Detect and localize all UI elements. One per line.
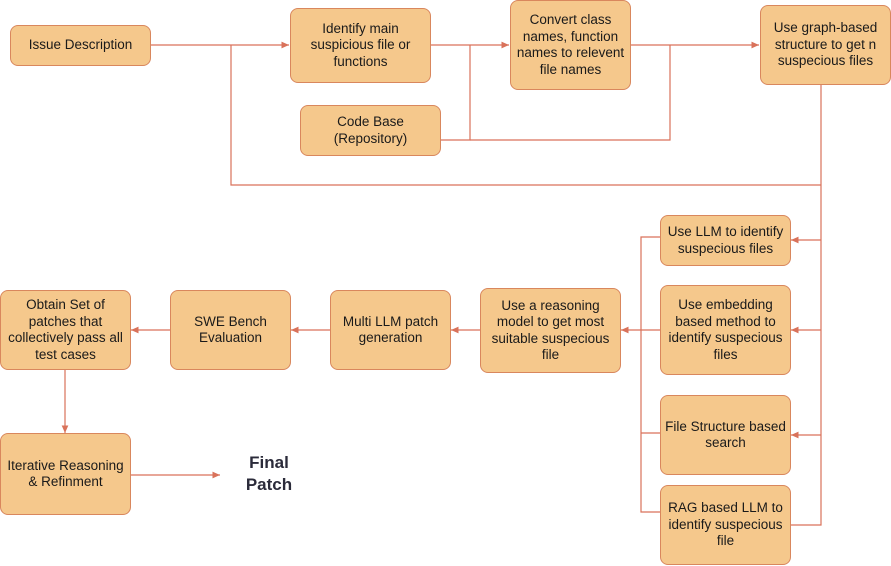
- node-reasoning-model: Use a reasoning model to get most suitab…: [480, 288, 621, 373]
- edge-graph-bus: [790, 85, 822, 526]
- node-rag-llm: RAG based LLM to identify suspecious fil…: [660, 485, 791, 565]
- node-embedding-method: Use embedding based method to identify s…: [660, 285, 791, 375]
- edge-issue-loop: [230, 45, 821, 186]
- node-multi-llm-patch: Multi LLM patch generation: [330, 290, 451, 370]
- node-code-base: Code Base (Repository): [300, 105, 441, 156]
- node-convert-names: Convert class names, function names to r…: [510, 0, 631, 90]
- edge-codebase-to-convert-join: [470, 45, 671, 141]
- node-graph-structure: Use graph-based structure to get n suspe…: [760, 5, 891, 85]
- node-llm-identify: Use LLM to identify suspecious files: [660, 215, 791, 266]
- node-iterative-reasoning: Iterative Reasoning & Refinment: [0, 433, 131, 515]
- edge-codebase-to-identify-join: [440, 45, 471, 141]
- node-identify-suspicious: Identify main suspicious file or functio…: [290, 8, 431, 83]
- node-swe-bench: SWE Bench Evaluation: [170, 290, 291, 370]
- final-patch-label: Final Patch: [245, 453, 293, 494]
- edge-llm-collect: [640, 236, 660, 513]
- node-issue-description: Issue Description: [10, 25, 151, 66]
- node-obtain-patches: Obtain Set of patches that collectively …: [0, 290, 131, 370]
- node-file-structure: File Structure based search: [660, 395, 791, 475]
